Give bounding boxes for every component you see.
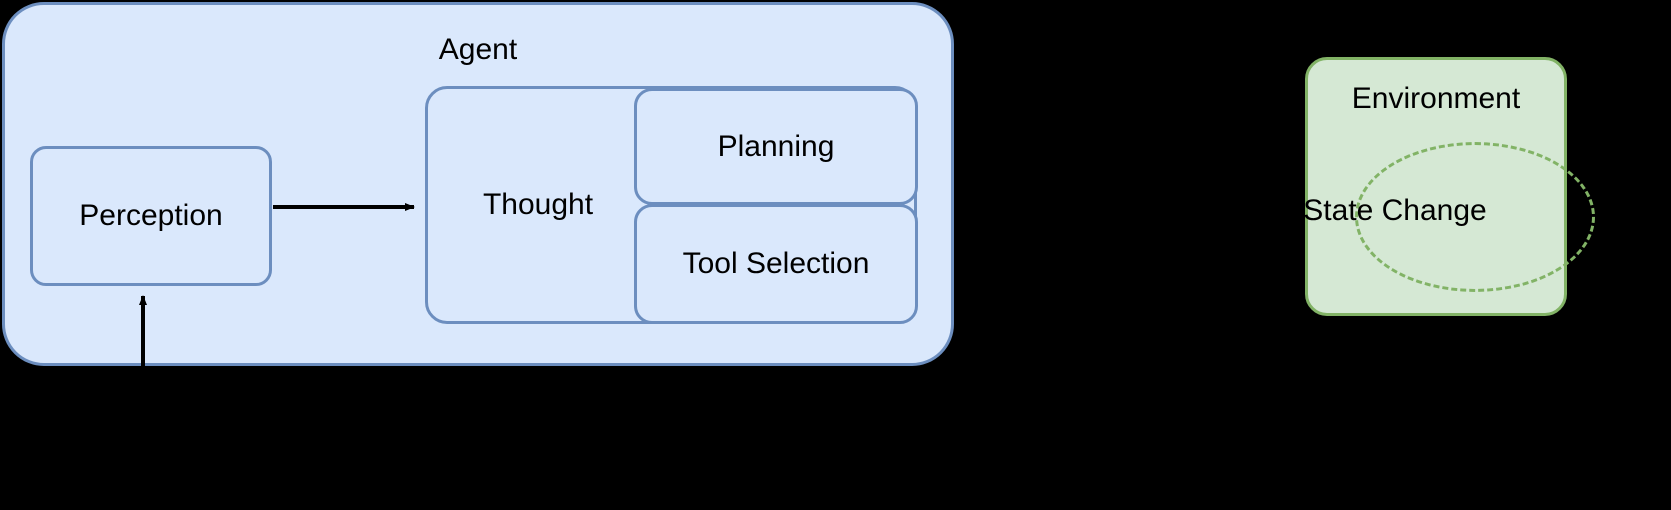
planning-label: Planning xyxy=(717,129,835,163)
agent-label: Agent xyxy=(438,33,518,66)
thought-label: Thought xyxy=(482,188,594,221)
planning-node[interactable]: Planning xyxy=(634,88,918,205)
perception-node[interactable]: Perception xyxy=(30,146,272,286)
environment-label: Environment xyxy=(1351,82,1521,115)
tool-selection-node[interactable]: Tool Selection xyxy=(634,204,918,324)
state-change-ellipse[interactable] xyxy=(1355,142,1595,292)
state-change-label: State Change xyxy=(1303,194,1487,227)
perception-label: Perception xyxy=(79,199,223,232)
tool-selection-label: Tool Selection xyxy=(682,247,870,280)
